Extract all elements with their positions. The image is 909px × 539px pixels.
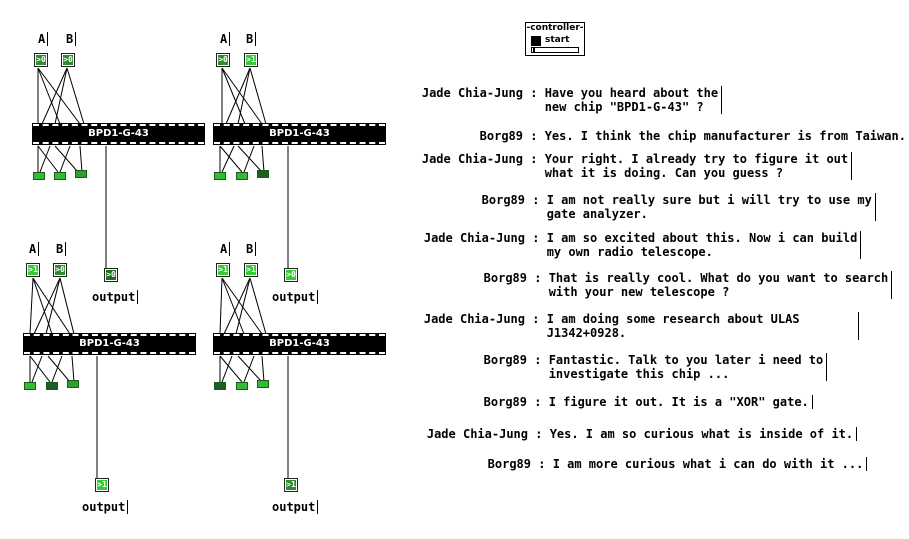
output-toggle[interactable]: >1	[95, 478, 109, 492]
input-b-toggle[interactable]: >1	[244, 263, 258, 277]
progress-slider[interactable]	[531, 47, 579, 53]
input-a-label: A	[38, 32, 49, 46]
input-b-toggle[interactable]: >1	[244, 53, 258, 67]
chat-row: Jade Chia-Jung : I am doing some researc…	[415, 312, 859, 340]
output-value: >0	[106, 270, 116, 280]
chat-message: Yes. I think the chip manufacturer is fr…	[545, 129, 909, 143]
chat-message: I am so excited about this. Now i can bu…	[547, 231, 862, 259]
chat-speaker: Borg89	[479, 129, 523, 143]
chat-message: I am not really sure but i will try to u…	[547, 193, 876, 221]
chip-bpd1-g-43[interactable]: BPD1-G-43	[23, 333, 196, 355]
input-a-label: A	[220, 242, 231, 256]
chat-speaker: Borg89	[483, 353, 527, 367]
chat-row: Borg89 : Yes. I think the chip manufactu…	[413, 129, 909, 143]
chat-message: I am more curious what i can do with it …	[553, 457, 868, 471]
input-b-value: >0	[63, 55, 73, 65]
chat-row: Jade Chia-Jung : I am so excited about t…	[415, 231, 862, 259]
led-indicator	[214, 172, 226, 180]
input-a-value: >1	[28, 265, 38, 275]
led-indicator	[236, 382, 248, 390]
input-a-value: >0	[218, 55, 228, 65]
controller-title: -controller-	[526, 23, 584, 33]
chat-row: Borg89 : Fantastic. Talk to you later i …	[417, 353, 828, 381]
input-b-toggle[interactable]: >0	[53, 263, 67, 277]
led-indicator	[67, 380, 79, 388]
chat-message: Fantastic. Talk to you later i need to i…	[549, 353, 828, 381]
chat-row: Borg89 : I am not really sure but i will…	[415, 193, 876, 221]
led-indicator	[46, 382, 58, 390]
chat-row: Jade Chia-Jung : Have you heard about th…	[413, 86, 723, 114]
output-toggle[interactable]: >0	[284, 268, 298, 282]
controller-panel: -controller- start	[525, 22, 585, 56]
output-toggle[interactable]: >1	[284, 478, 298, 492]
chat-row: Jade Chia-Jung : Your right. I already t…	[413, 152, 853, 180]
led-indicator	[257, 170, 269, 178]
output-toggle[interactable]: >0	[104, 268, 118, 282]
chat-message: That is really cool. What do you want to…	[549, 271, 893, 299]
chat-message: Have you heard about the new chip "BPD1-…	[545, 86, 723, 114]
chat-speaker: Jade Chia-Jung	[423, 312, 525, 326]
input-b-label: B	[246, 242, 257, 256]
input-b-value: >0	[55, 265, 65, 275]
start-bang-button[interactable]	[531, 35, 541, 46]
input-a-label: A	[29, 242, 40, 256]
chip-bpd1-g-43[interactable]: BPD1-G-43	[213, 333, 386, 355]
input-b-label: B	[66, 32, 77, 46]
led-indicator	[24, 382, 36, 390]
input-a-label: A	[220, 32, 231, 46]
output-label: output	[272, 500, 319, 514]
input-b-value: >1	[246, 55, 256, 65]
input-b-label: B	[56, 242, 67, 256]
led-indicator	[236, 172, 248, 180]
chip-bpd1-g-43[interactable]: BPD1-G-43	[32, 123, 205, 145]
output-value: >0	[286, 270, 296, 280]
led-indicator	[54, 172, 66, 180]
input-a-toggle[interactable]: >0	[34, 53, 48, 67]
chat-message: Your right. I already try to figure it o…	[545, 152, 853, 180]
chat-message: I am doing some research about ULAS J134…	[547, 312, 859, 340]
start-label: start	[545, 35, 570, 45]
input-a-toggle[interactable]: >1	[216, 263, 230, 277]
chat-speaker: Jade Chia-Jung	[423, 231, 525, 245]
chat-row: Borg89 : I figure it out. It is a "XOR" …	[417, 395, 813, 409]
output-label: output	[82, 500, 129, 514]
input-b-value: >1	[246, 265, 256, 275]
output-value: >1	[286, 480, 296, 490]
chat-speaker: Jade Chia-Jung	[421, 86, 523, 100]
chat-speaker: Jade Chia-Jung	[421, 152, 523, 166]
input-a-value: >0	[36, 55, 46, 65]
input-a-toggle[interactable]: >0	[216, 53, 230, 67]
output-label: output	[92, 290, 139, 304]
output-value: >1	[97, 480, 107, 490]
chat-row: Borg89 : I am more curious what i can do…	[421, 457, 868, 471]
input-b-label: B	[246, 32, 257, 46]
input-a-toggle[interactable]: >1	[26, 263, 40, 277]
chat-row: Borg89 : That is really cool. What do yo…	[417, 271, 893, 299]
output-label: output	[272, 290, 319, 304]
led-indicator	[214, 382, 226, 390]
led-indicator	[257, 380, 269, 388]
input-b-toggle[interactable]: >0	[61, 53, 75, 67]
chat-message: I figure it out. It is a "XOR" gate.	[549, 395, 813, 409]
chat-message: Yes. I am so curious what is inside of i…	[550, 427, 858, 441]
chat-speaker: Jade Chia-Jung	[426, 427, 528, 441]
chip-bpd1-g-43[interactable]: BPD1-G-43	[213, 123, 386, 145]
input-a-value: >1	[218, 265, 228, 275]
chat-speaker: Borg89	[481, 193, 525, 207]
chat-speaker: Borg89	[483, 395, 527, 409]
chat-speaker: Borg89	[487, 457, 531, 471]
chat-speaker: Borg89	[483, 271, 527, 285]
led-indicator	[75, 170, 87, 178]
led-indicator	[33, 172, 45, 180]
chat-row: Jade Chia-Jung : Yes. I am so curious wh…	[418, 427, 858, 441]
